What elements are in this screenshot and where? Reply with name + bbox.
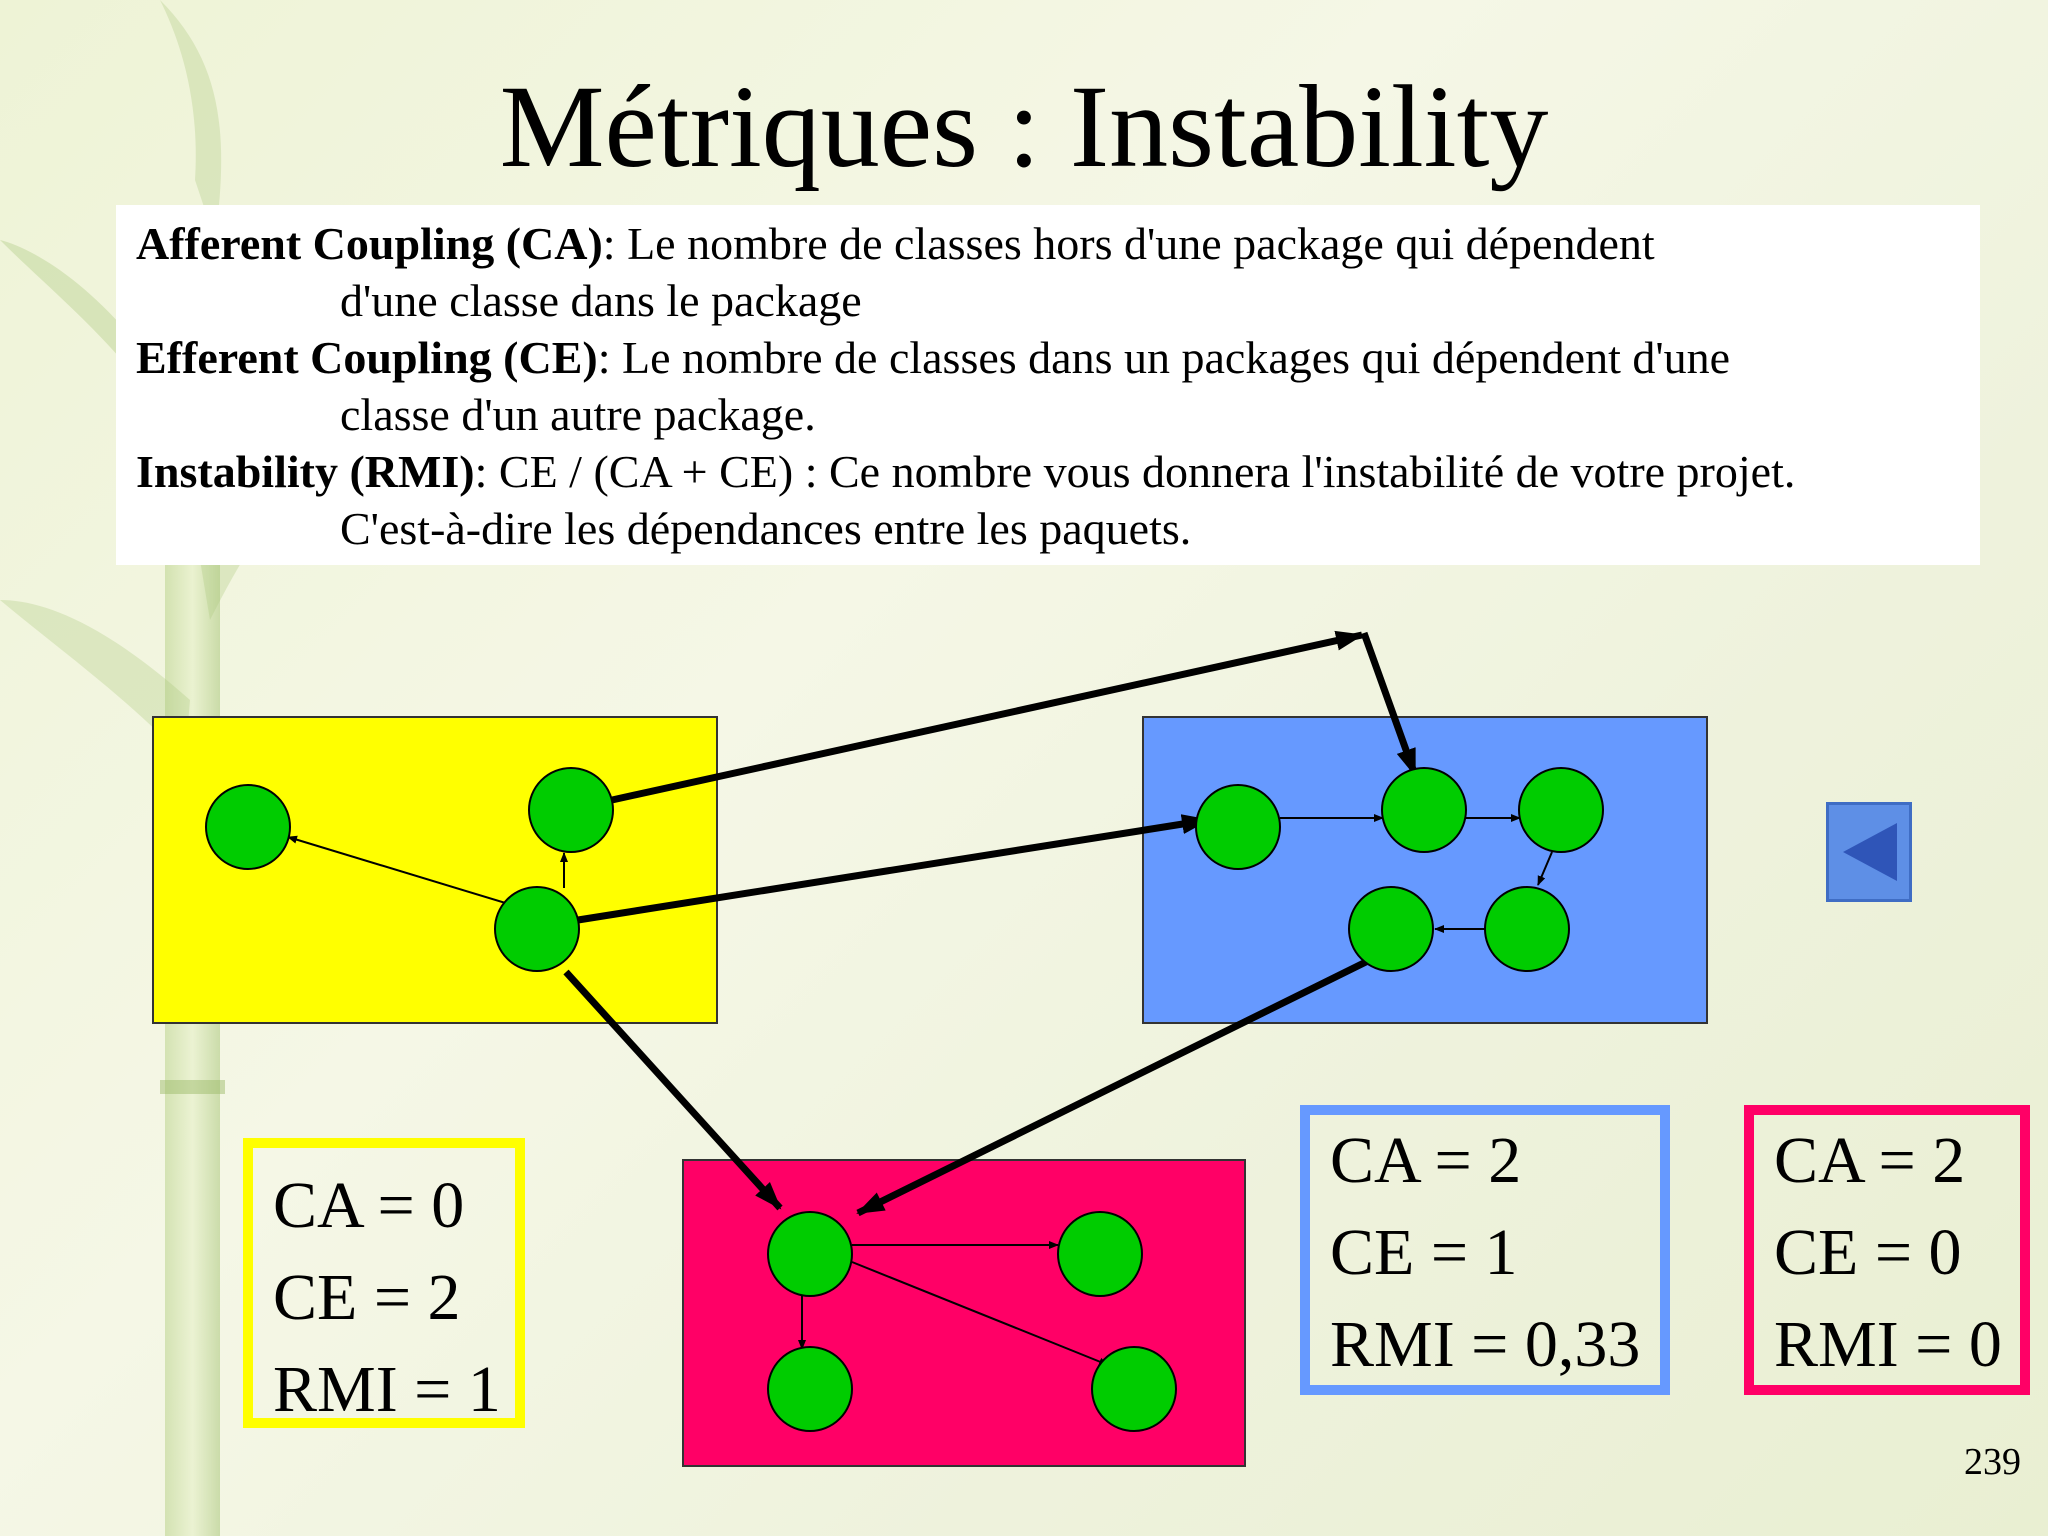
metric-ce: CE = 2 <box>273 1252 515 1344</box>
class-node <box>1382 768 1466 852</box>
class-node <box>1092 1347 1176 1431</box>
metric-ca: CA = 2 <box>1774 1115 2020 1207</box>
class-node <box>206 785 290 869</box>
metric-ca: CA = 2 <box>1330 1115 1660 1207</box>
metric-ce: CE = 0 <box>1774 1207 2020 1299</box>
triangle-left-icon <box>1829 805 1909 899</box>
metric-rmi: RMI = 1 <box>273 1344 515 1436</box>
class-node <box>529 768 613 852</box>
metrics-pink-package: CA = 2 CE = 0 RMI = 0 <box>1744 1105 2030 1395</box>
class-node <box>1519 768 1603 852</box>
class-node <box>1349 887 1433 971</box>
metric-rmi: RMI = 0,33 <box>1330 1299 1660 1391</box>
metrics-blue-package: CA = 2 CE = 1 RMI = 0,33 <box>1300 1105 1670 1395</box>
class-node <box>495 887 579 971</box>
back-nav-button[interactable] <box>1826 802 1912 902</box>
class-node <box>768 1212 852 1296</box>
metric-ca: CA = 0 <box>273 1160 515 1252</box>
metric-rmi: RMI = 0 <box>1774 1299 2020 1391</box>
class-node <box>1196 785 1280 869</box>
package-yellow <box>153 717 717 1023</box>
class-node <box>768 1347 852 1431</box>
metric-ce: CE = 1 <box>1330 1207 1660 1299</box>
metrics-yellow-package: CA = 0 CE = 2 RMI = 1 <box>243 1138 525 1428</box>
class-node <box>1485 887 1569 971</box>
package-blue <box>1143 717 1707 1023</box>
page-number: 239 <box>1964 1440 2021 1484</box>
class-node <box>1058 1212 1142 1296</box>
